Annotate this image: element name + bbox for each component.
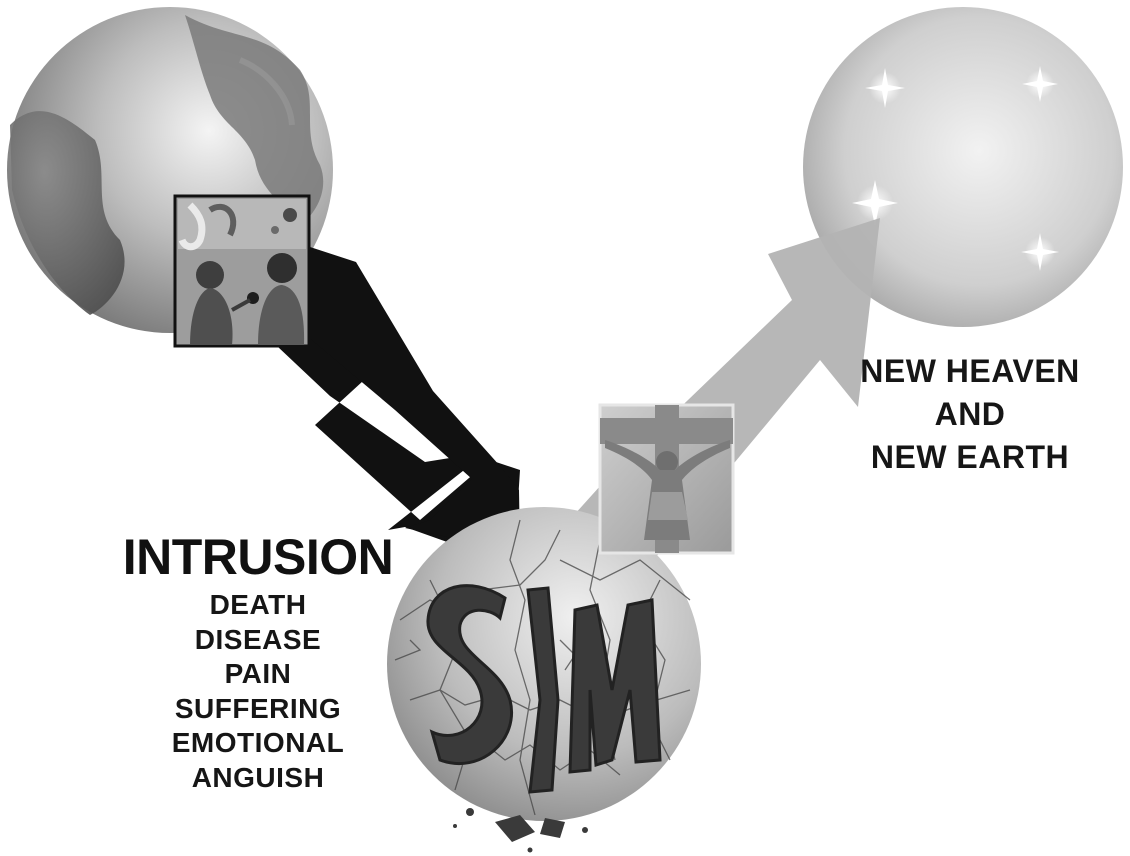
eden-picture <box>175 196 309 346</box>
destination-line: AND <box>820 393 1120 436</box>
effect-item: DISEASE <box>148 623 368 658</box>
destination-line: NEW HEAVEN <box>820 350 1120 393</box>
destination-line: NEW EARTH <box>820 436 1120 479</box>
effect-item: DEATH <box>148 588 368 623</box>
effect-item: EMOTIONAL <box>148 726 368 761</box>
intrusion-heading: INTRUSION <box>108 528 408 586</box>
sin-globe <box>387 507 701 853</box>
effect-item: PAIN <box>148 657 368 692</box>
crucifixion-picture <box>600 405 733 553</box>
effect-item: ANGUISH <box>148 761 368 796</box>
effect-item: SUFFERING <box>148 692 368 727</box>
new-heaven-new-earth-label: NEW HEAVEN AND NEW EARTH <box>820 350 1120 479</box>
intrusion-effects-list: DEATH DISEASE PAIN SUFFERING EMOTIONAL A… <box>148 588 368 795</box>
